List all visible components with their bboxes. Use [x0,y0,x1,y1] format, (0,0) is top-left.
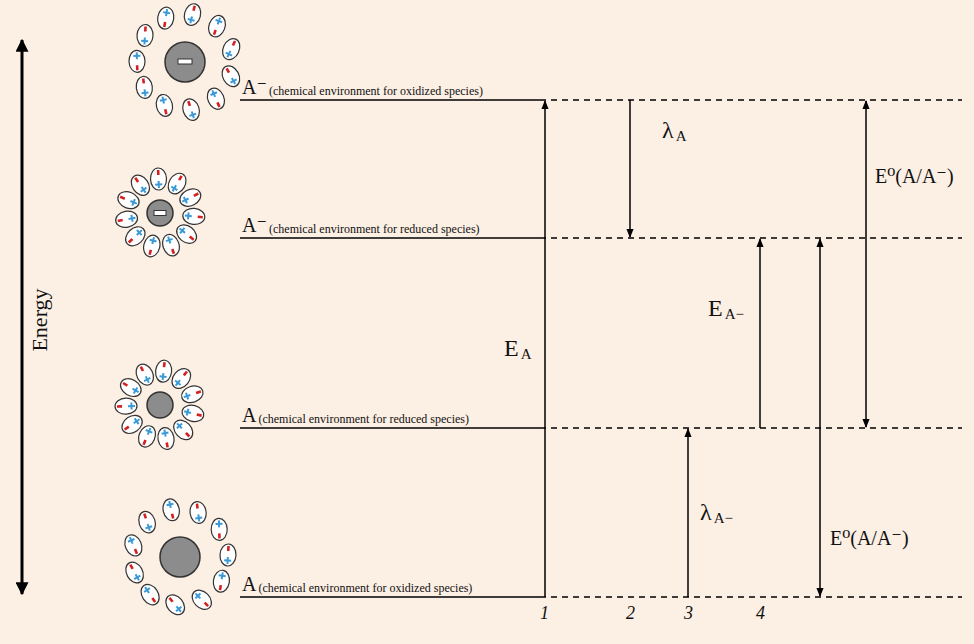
subscript: A− [714,511,733,526]
potential-label: E⁰(A/A⁻) [830,528,909,548]
reorg-symbol: λ [662,118,674,142]
level-note: (chemical environment for reduced specie… [269,223,480,235]
subscript: A [676,129,687,144]
level-species: A⁻ [242,77,267,97]
subscript: A− [725,307,744,322]
energy-axis [21,40,24,594]
energy-symbol: E [504,336,519,360]
reorg-symbol: λ [700,500,712,524]
level-note: (chemical environment for reduced specie… [258,413,469,425]
energy-symbol: E [708,296,723,320]
species-circles [147,42,205,577]
level-species: A [242,405,256,425]
energy-levels [240,100,540,597]
level-extensions [540,100,962,597]
column-number: 2 [626,604,635,622]
level-note: (chemical environment for oxidized speci… [258,582,472,594]
level-species: A [242,574,256,594]
column-number: 4 [756,604,765,622]
subscript: A [521,347,532,362]
transition-arrows [545,100,866,597]
solvent-dipoles [114,2,243,618]
column-number: 3 [684,604,693,622]
level-species: A⁻ [242,215,267,235]
axis-label: Energy [29,288,51,351]
potential-label: E⁰(A/A⁻) [875,166,954,186]
column-number: 1 [540,604,549,622]
level-note: (chemical environment for oxidized speci… [269,85,483,97]
